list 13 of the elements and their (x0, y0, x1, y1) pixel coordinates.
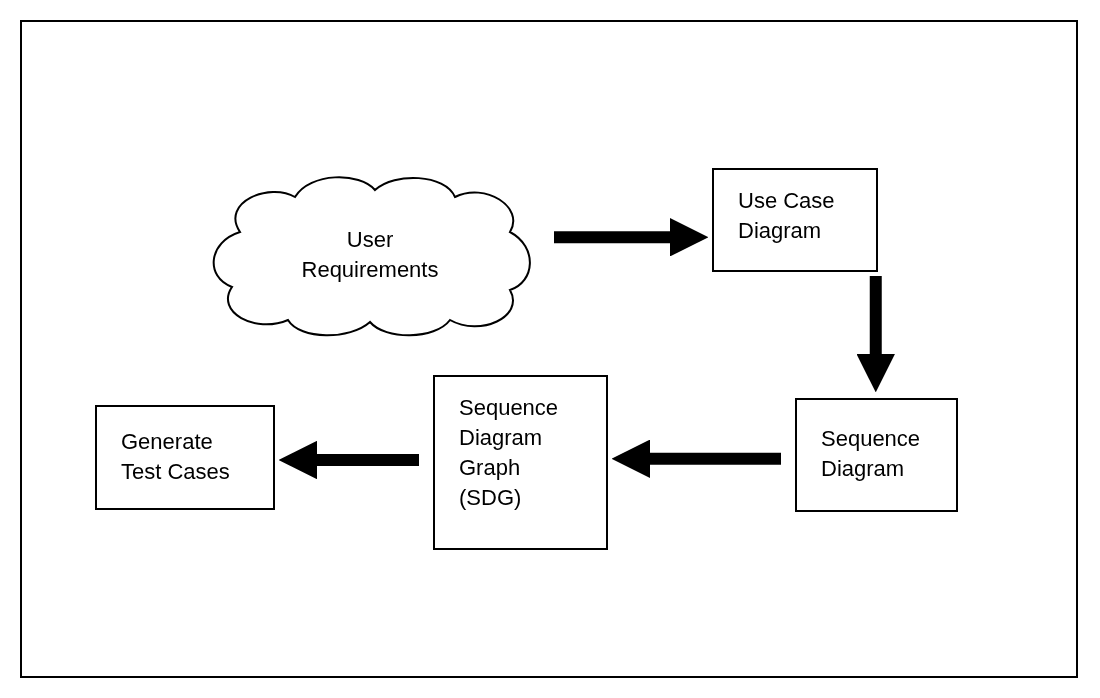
arrow (611, 439, 781, 478)
arrow (856, 276, 895, 393)
node-label: Use Case Diagram (738, 187, 836, 245)
node-label: Sequence Diagram (821, 425, 922, 483)
process-box (433, 375, 608, 550)
process-box (712, 168, 878, 272)
node-label: User Requirements (300, 225, 440, 284)
arrow (554, 218, 709, 257)
node-label: Generate Test Cases (121, 428, 231, 486)
process-box (95, 405, 275, 510)
arrow (278, 440, 419, 480)
process-box (795, 398, 958, 512)
node-label: Sequence Diagram Graph (SDG) (459, 394, 560, 512)
